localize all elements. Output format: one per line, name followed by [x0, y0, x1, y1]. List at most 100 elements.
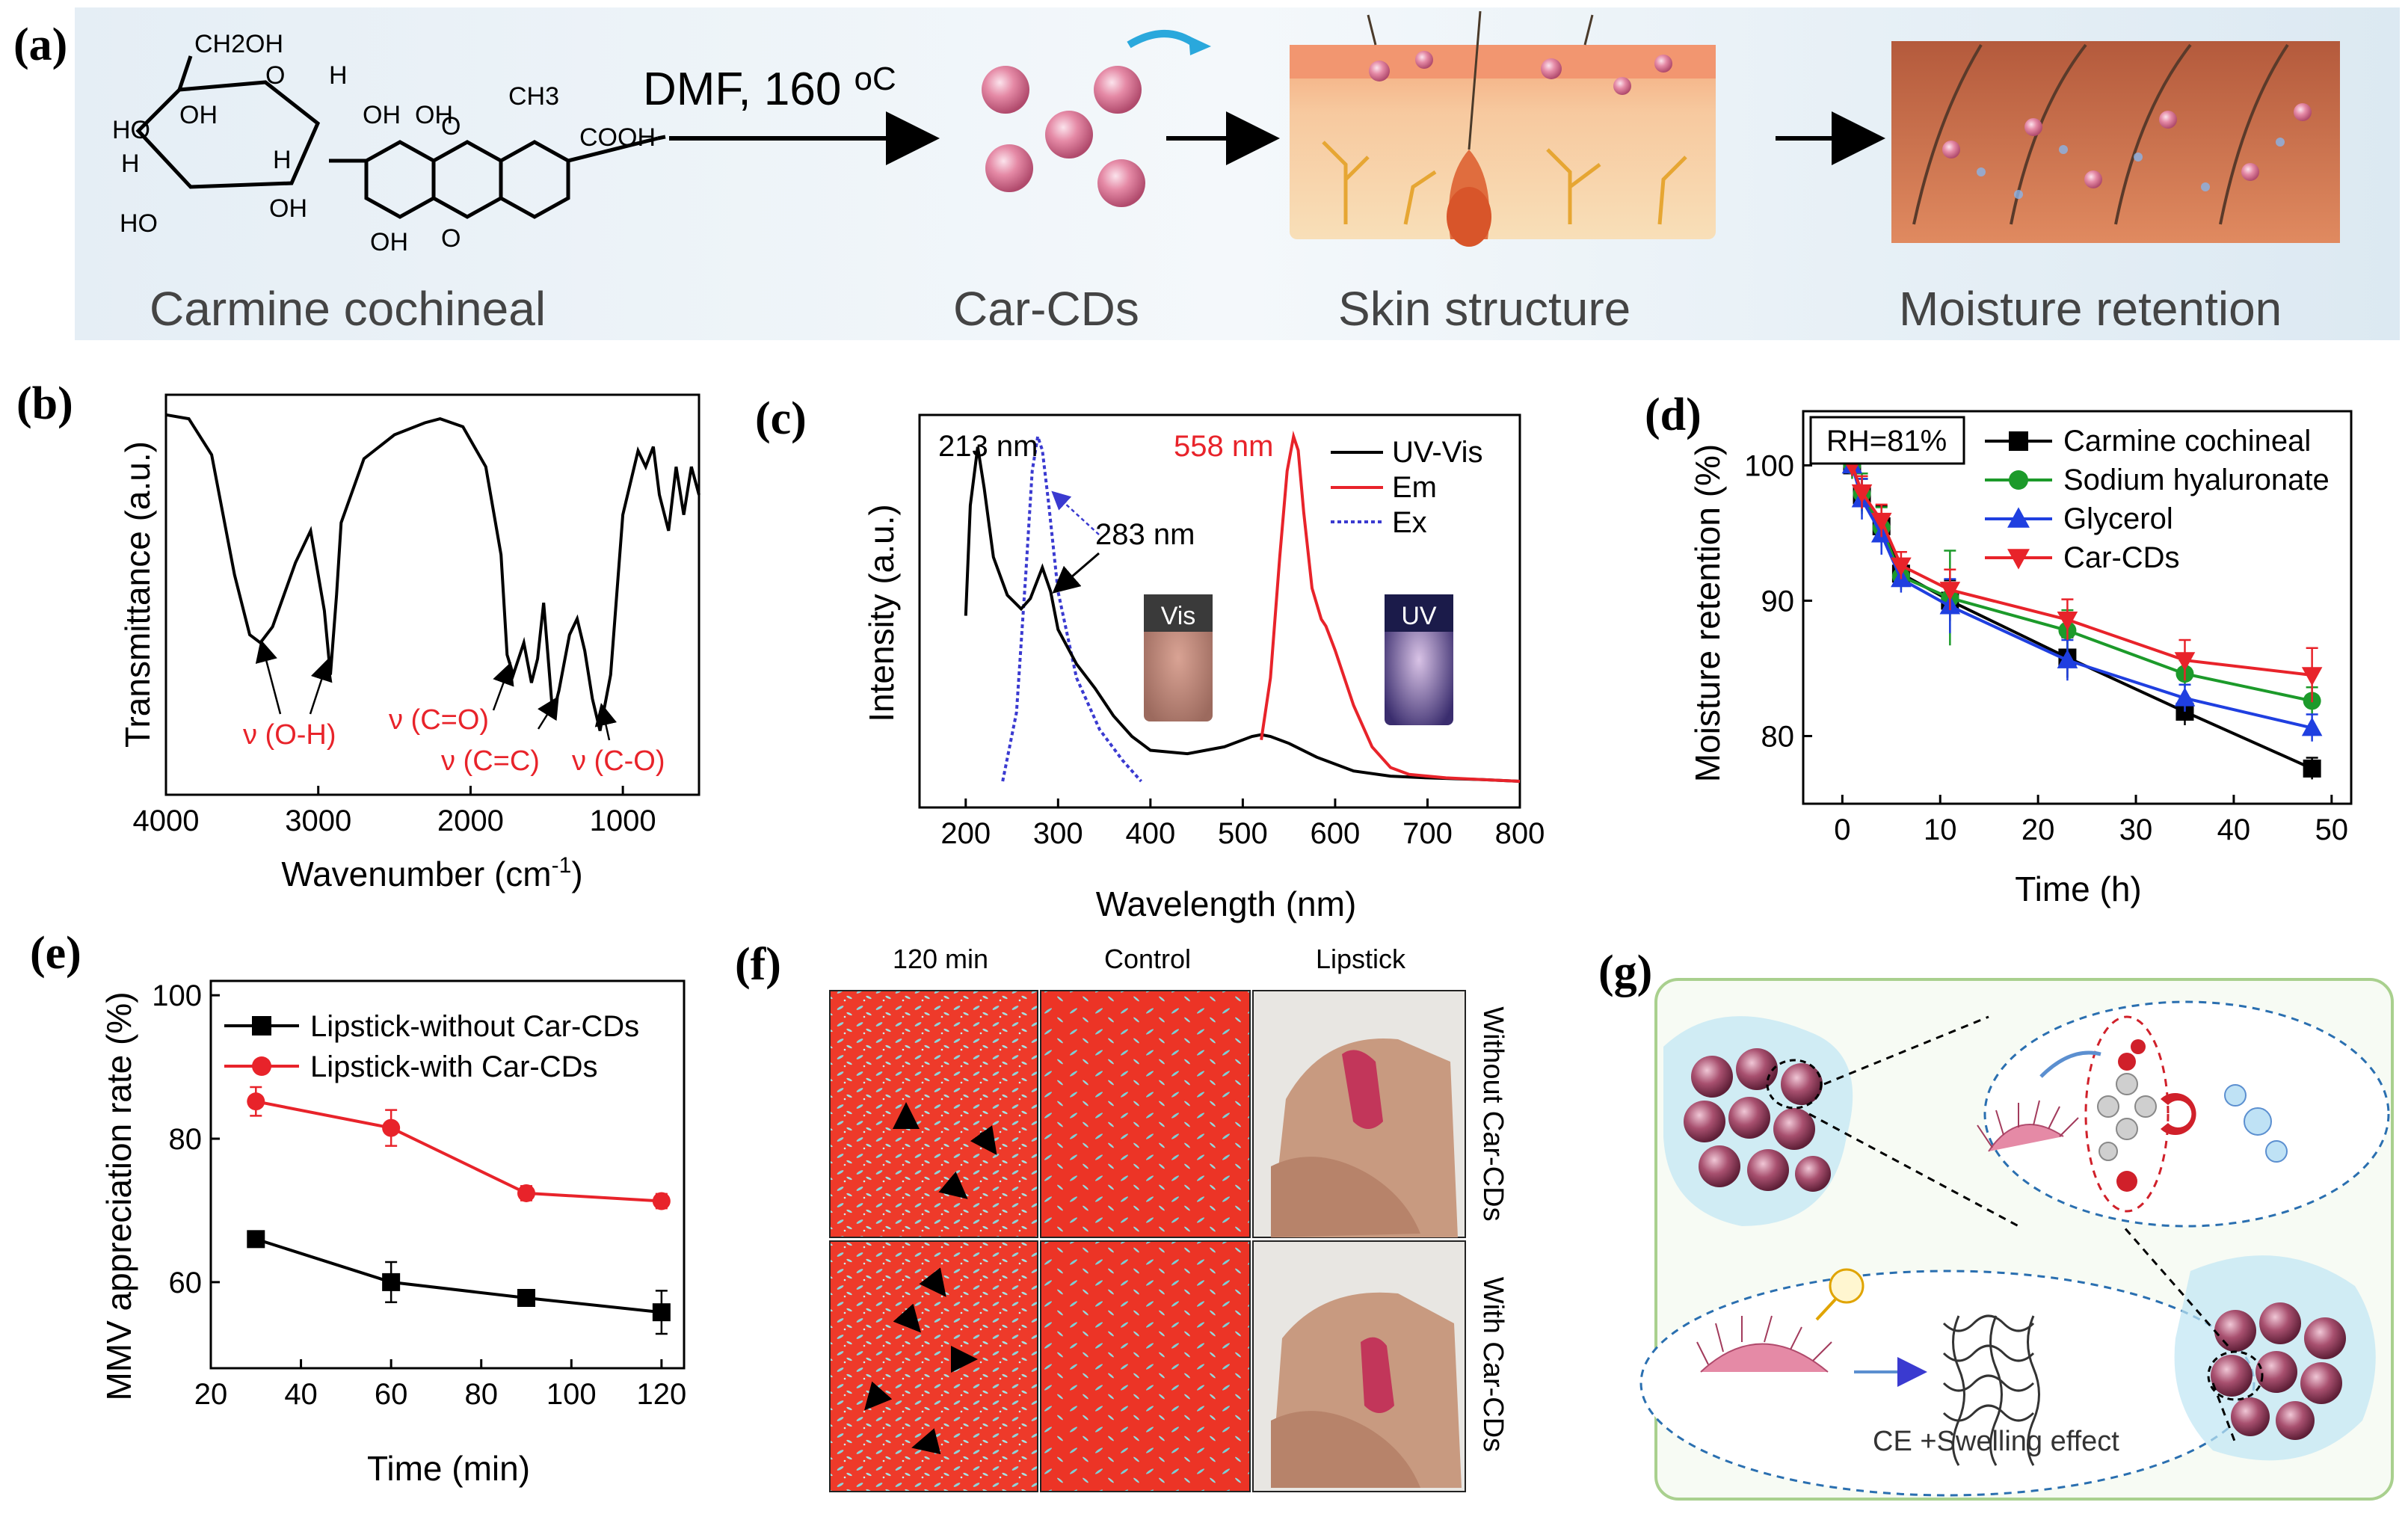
micrograph-control-without: [1040, 990, 1251, 1238]
uv-vis-curve: [964, 446, 1521, 783]
x-axis-label-d: Time (h): [2015, 870, 2142, 908]
series-line: [255, 1237, 662, 1314]
e-x-tick-label: 80: [464, 1378, 498, 1411]
peak-label-283: 283 nm: [1095, 518, 1195, 551]
data-point: [2301, 717, 2323, 736]
uv-pointer: [1052, 552, 1100, 594]
label-h2: H: [121, 150, 140, 178]
e-x-tick-label: 120: [636, 1378, 686, 1411]
d-x-tick-label: 0: [1834, 813, 1850, 846]
panel-label-g: (g): [1598, 947, 1652, 997]
legend-c: UV-Vis Em Ex: [1331, 436, 1483, 539]
label-h3: H: [273, 146, 292, 174]
reaction-condition: DMF, 160 oC: [643, 61, 896, 115]
data-point: [652, 1303, 671, 1322]
d-x-tick-label: 30: [2119, 813, 2153, 846]
b-x-tick-label: 4000: [133, 804, 200, 837]
zoom-top: [1977, 1000, 2390, 1228]
legend-marker: [2007, 507, 2030, 528]
caption-skin: Skin structure: [1338, 282, 1631, 336]
data-point: [247, 1092, 265, 1111]
hand-with: [1271, 1292, 1462, 1488]
vial-vis-label: Vis: [1161, 602, 1196, 630]
c-x-tick-label: 300: [1033, 817, 1083, 850]
x-axis-label-e: Time (min): [367, 1449, 530, 1488]
legend-car-cds: Car-CDs: [2063, 541, 2180, 574]
legend-sodium-hyaluronate: Sodium hyaluronate: [2063, 464, 2330, 496]
skin-structure-illustration: [1290, 10, 1716, 247]
zoom-bottom: CE +Swelling effect: [1639, 1268, 2255, 1497]
hand-without: [1271, 1038, 1458, 1237]
data-point: [1851, 484, 1873, 504]
cd-cluster-bottom: [2174, 1255, 2376, 1461]
panel-label-f: (f): [735, 939, 781, 990]
data-point: [382, 1273, 401, 1291]
legend-carmine: Carmine cochineal: [2063, 425, 2311, 458]
c-x-tick-label: 600: [1311, 817, 1361, 850]
legend-uv-vis: UV-Vis: [1392, 436, 1483, 469]
vial-uv: UV: [1385, 594, 1453, 725]
zoom-line-1: [1823, 1015, 1989, 1086]
ftir-curve: [165, 413, 700, 731]
molecule-labels: CH2OH O H OH OH O CH3 COOH HO OH H H HO …: [112, 30, 656, 256]
legend-marker: [2009, 470, 2028, 490]
carmine-molecule: [135, 55, 666, 219]
data-point: [652, 1192, 671, 1210]
e-x-tick-label: 40: [284, 1378, 318, 1411]
d-y-tick-label: 80: [1761, 720, 1795, 753]
label-h: H: [329, 61, 348, 90]
panel-label-a: (a): [13, 19, 67, 70]
legend-without: Lipstick-without Car-CDs: [310, 1010, 639, 1043]
annotation-co: ν (C=O): [389, 704, 489, 736]
label-ch3: CH3: [508, 82, 559, 111]
label-ch2oh: CH2OH: [194, 30, 283, 58]
plot-frame-d: [1802, 410, 2353, 805]
rh-label: RH=81%: [1826, 425, 1947, 458]
panel-a-captions: Carmine cochineal Car-CDs Skin structure…: [150, 282, 2282, 336]
label-oh-bottom2: OH: [370, 228, 408, 256]
data-point: [1939, 582, 1961, 601]
legend-em: Em: [1392, 471, 1437, 504]
legend-marker: [252, 1056, 271, 1076]
col-header-120min: 120 min: [893, 944, 988, 974]
car-cd-dots: [982, 30, 1211, 207]
plot-frame-b: [164, 393, 700, 796]
ce-swelling-caption: CE +Swelling effect: [1873, 1426, 2119, 1457]
b-x-tick-label: 1000: [590, 804, 656, 837]
label-ho-left: HO: [112, 116, 150, 144]
em-curve: [1260, 430, 1521, 783]
label-oh-bottom: OH: [269, 194, 307, 223]
d-x-tick-label: 20: [2021, 813, 2055, 846]
row-label-with: With Car-CDs: [1477, 1277, 1509, 1452]
data-point: [247, 1230, 265, 1249]
annotation-cc: ν (C=C): [441, 745, 540, 777]
data-point: [517, 1184, 535, 1202]
b-x-tick-label: 2000: [437, 804, 504, 837]
y-axis-label-d: Moisture retention (%): [1688, 444, 1727, 783]
legend-ex: Ex: [1392, 506, 1427, 539]
caption-carmine: Carmine cochineal: [150, 282, 546, 336]
label-ring-o: O: [265, 61, 285, 90]
legend-marker: [2007, 549, 2030, 570]
label-oh-top: OH: [363, 101, 401, 129]
d-y-tick-label: 100: [1744, 449, 1794, 482]
micrograph-120min-with: [829, 1240, 1038, 1492]
legend-d: Carmine cochineal Sodium hyaluronate Gly…: [1985, 425, 2330, 574]
legend-e: Lipstick-without Car-CDs Lipstick-with C…: [224, 1010, 639, 1083]
plot-frame-c: [918, 413, 1521, 809]
rh-box: [1809, 416, 1965, 465]
d-x-tick-label: 40: [2217, 813, 2251, 846]
mmv-series: [247, 1086, 671, 1335]
col-header-control: Control: [1104, 944, 1191, 974]
legend-marker: [2009, 431, 2028, 451]
panel-g: (g): [1598, 947, 2394, 1501]
e-x-tick-label: 100: [546, 1378, 597, 1411]
peak-label-558: 558 nm: [1174, 430, 1273, 463]
data-point: [2174, 687, 2196, 707]
data-point: [2174, 652, 2196, 671]
